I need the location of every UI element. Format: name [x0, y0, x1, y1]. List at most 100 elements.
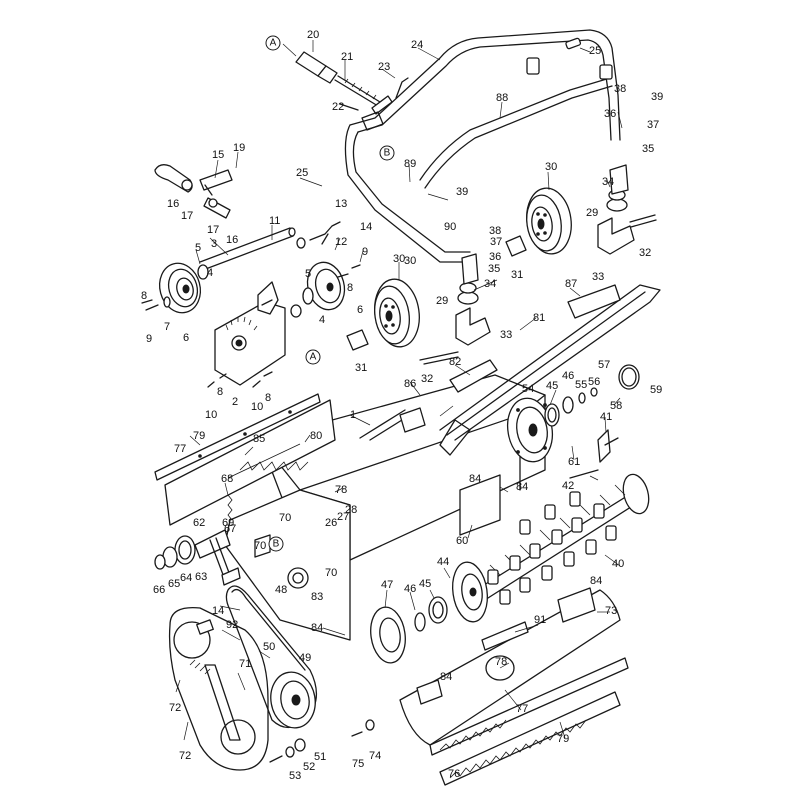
part-label: 25 — [296, 167, 308, 179]
screws-small-left — [141, 264, 361, 388]
part-label: 16 — [167, 198, 179, 210]
part-label: 33 — [592, 271, 604, 283]
callout-b-top: B — [379, 145, 395, 161]
part-label: 38 — [489, 225, 501, 237]
bearing-housing-54 — [506, 397, 554, 463]
part-label: 37 — [490, 236, 502, 248]
part-label: 76 — [448, 768, 460, 780]
support-bar-81 — [439, 284, 661, 441]
part-label: 84 — [516, 481, 528, 493]
part-label: 32 — [421, 373, 433, 385]
part-label: 27 — [337, 511, 349, 523]
part-label: 15 — [212, 149, 224, 161]
callout-b-mid: B — [268, 536, 284, 552]
part-label: 17 — [181, 210, 193, 222]
part-label: 58 — [610, 400, 622, 412]
part-label: 61 — [568, 456, 580, 468]
part-label: 46 — [404, 583, 416, 595]
wheel-bracket-29-left — [455, 253, 491, 346]
part-label: 71 — [239, 658, 251, 670]
part-label: 32 — [639, 247, 651, 259]
part-label: 9 — [146, 333, 152, 345]
part-label: 26 — [325, 517, 337, 529]
flange-44 — [452, 561, 488, 623]
part-label: 80 — [310, 430, 322, 442]
part-label: 45 — [419, 578, 431, 590]
part-label: 53 — [289, 770, 301, 782]
part-label: 37 — [647, 119, 659, 131]
part-label: 46 — [562, 370, 574, 382]
part-label: 91 — [534, 614, 546, 626]
part-label: 31 — [511, 269, 523, 281]
spring-11-12 — [296, 221, 341, 249]
part-label: 3 — [211, 238, 217, 250]
part-label: 8 — [265, 392, 271, 404]
belt-guard-71 — [168, 606, 269, 771]
part-label: 65 — [168, 578, 180, 590]
part-label: 57 — [598, 359, 610, 371]
tensioner-67 — [209, 537, 241, 586]
part-label: 4 — [207, 267, 213, 279]
washer-51-52-53 — [269, 738, 306, 763]
part-label: 69 — [222, 517, 234, 529]
part-label: 29 — [436, 295, 448, 307]
part-label: 60 — [456, 535, 468, 547]
part-label: 88 — [496, 92, 508, 104]
part-label: 48 — [275, 584, 287, 596]
part-label: 85 — [253, 433, 265, 445]
part-label: 5 — [305, 268, 311, 280]
part-label: 67 — [224, 523, 236, 535]
part-label: 30 — [545, 161, 557, 173]
part-label: 30 — [393, 253, 405, 265]
bolt-32 — [419, 214, 657, 365]
wheel-30-left — [374, 278, 420, 348]
part-label: 6 — [183, 332, 189, 344]
bracket-82 — [449, 359, 498, 393]
part-label: 90 — [444, 221, 456, 233]
part-label: 49 — [299, 652, 311, 664]
part-label: 66 — [153, 584, 165, 596]
part-label: 7 — [164, 321, 170, 333]
part-label: 10 — [251, 401, 263, 413]
part-label: 14 — [212, 605, 224, 617]
part-label: 42 — [562, 480, 574, 492]
part-label: 51 — [314, 751, 326, 763]
blade-85 — [227, 443, 309, 479]
bracket-41 — [597, 429, 619, 463]
bolt-42 — [569, 469, 599, 479]
part-label: 21 — [341, 51, 353, 63]
part-label: 50 — [263, 641, 275, 653]
part-label: 64 — [180, 572, 192, 584]
part-label: 2 — [232, 396, 238, 408]
front-cover-73 — [399, 587, 621, 746]
part-label: 45 — [546, 380, 558, 392]
pulley-50 — [270, 671, 316, 729]
part-label: 30 — [404, 255, 416, 267]
bearing-housing-47 — [370, 606, 406, 664]
part-label: 47 — [381, 579, 393, 591]
part-label: 54 — [522, 383, 534, 395]
part-label: 36 — [604, 108, 616, 120]
part-label: 1 — [350, 409, 356, 421]
part-label: 24 — [411, 39, 423, 51]
washer-7-left — [145, 296, 171, 311]
part-label: 8 — [347, 282, 353, 294]
part-label: 84 — [590, 575, 602, 587]
part-label: 79 — [193, 430, 205, 442]
part-label: 44 — [437, 556, 449, 568]
callout-a-top: A — [265, 35, 281, 51]
pulley-5-right — [290, 261, 346, 318]
washer-55-56 — [578, 387, 598, 404]
part-label: 84 — [440, 671, 452, 683]
part-label: 86 — [404, 378, 416, 390]
ring-59 — [618, 364, 640, 390]
part-label: 22 — [332, 101, 344, 113]
part-label: 12 — [335, 236, 347, 248]
part-label: 92 — [226, 619, 238, 631]
part-label: 72 — [169, 702, 181, 714]
part-label: 41 — [600, 411, 612, 423]
pulley-64-65-66 — [154, 546, 178, 570]
part-label: 62 — [193, 517, 205, 529]
bearing-45-46-left — [414, 596, 448, 632]
